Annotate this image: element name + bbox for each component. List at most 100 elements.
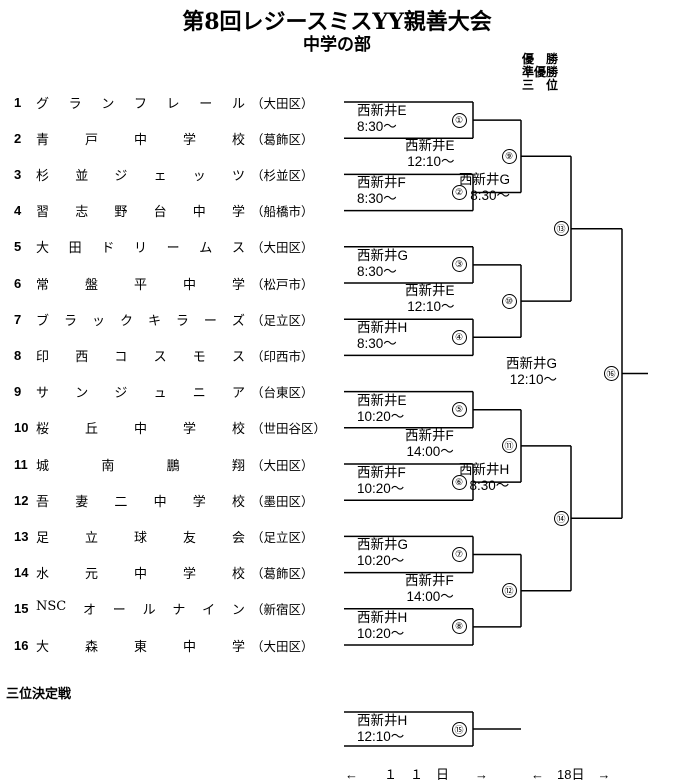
team-number: 4 [14,203,22,219]
team-region: （葛飾区） [251,566,314,582]
team-name-char: ッ [91,313,105,329]
team-name-char: 校 [231,494,245,510]
team-region: （新宿区） [251,602,314,618]
team-name: 吾妻二中学校 [36,491,251,510]
start-time: 8:30～ [357,119,397,134]
team-name-char: 元 [84,567,98,583]
match-number-circle: ⑮ [451,721,467,737]
team-name-char: 会 [231,530,245,546]
team-name-char: ド [101,241,115,257]
team-name-char: 球 [133,530,147,546]
team-region: （船橋市） [251,204,314,220]
match-number-circle: ⑦ [451,547,467,562]
start-time: 12:10～ [407,298,455,314]
team-name-char: 野 [114,205,128,221]
team-name: 印西コスモス [36,346,251,365]
team-name-char: レ [166,96,180,112]
start-time: 12:10～ [407,154,455,170]
team-region: （足立区） [251,529,314,545]
team-name-char: ナ [172,603,186,619]
team-name-char: ジ [114,386,128,402]
venue: 西新井G [357,247,409,263]
team-name-char: 中 [192,205,206,221]
team-name: ブラックキラーズ [36,310,251,329]
start-time: 10:20～ [357,553,405,569]
team-name-char: ェ [153,168,167,184]
page-subtitle: 中学の部 [303,35,371,55]
venue: 西新井H [357,713,408,728]
team-name-char: 平 [133,277,147,293]
team-name-char: ス [231,241,245,257]
team-name-char: 城 [36,458,50,474]
team-name-char: 学 [192,494,206,510]
team-name-char: 西 [75,349,89,365]
team-number: 9 [14,384,22,400]
team-name-char: ム [199,241,213,257]
team-name-char: グ [36,96,50,112]
team-name: 城南鵬翔 [36,455,251,474]
team-name-char: 妻 [75,494,89,510]
team-name-char: ジ [114,168,128,184]
team-name-char: 吾 [36,494,50,510]
team-name-char: 田 [68,241,82,257]
team-name-char: ズ [231,313,245,329]
team-name-char: ン [101,96,115,112]
team-name-char: ツ [231,168,245,184]
venue: 西新井G [506,356,558,371]
team-number: 5 [14,239,22,255]
team-name-char: 並 [75,168,89,184]
team-name-char: 校 [231,132,245,148]
start-time: 8:30～ [357,263,397,279]
team-row: 13 足立球友会（足立区） [14,526,334,546]
team-name-char: 鵬 [166,458,180,474]
team-name: 大森東中学 [36,636,251,655]
team-name-char: 中 [133,422,147,438]
team-name-char: 校 [231,422,245,438]
team-name-char: ル [142,603,156,619]
match-number-circle: ⑤ [451,402,467,418]
start-time: 12:10～ [357,729,405,744]
team-region: （大田区） [251,240,314,256]
team-name: 足立球友会 [36,527,251,546]
team-name-char: 水 [36,567,50,583]
start-time: 10:20～ [357,408,405,424]
date-day2: ← 18日 → [531,767,611,782]
team-name: 青戸中学校 [36,129,251,148]
start-time: 12:10～ [509,372,558,387]
team-name-char: ク [119,313,133,329]
team-region: （葛飾区） [251,131,314,147]
team-number: 1 [14,94,22,110]
venue: 西新井E [357,392,407,408]
team-region: （大田区） [251,95,314,111]
team-name-char: キ [147,313,161,329]
venue: 西新井E [357,103,407,118]
start-time: 10:20～ [357,625,405,641]
team-name-char: 学 [182,422,196,438]
team-name-char: ス [231,349,245,365]
team-number: 13 [14,528,29,544]
team-name-char: 習 [36,205,50,221]
team-name: グランフレール [36,93,251,112]
team-region: （大田区） [251,638,314,654]
team-name: 杉並ジェッツ [36,165,251,184]
team-name-char: ュ [153,386,167,402]
team-region: （墨田区） [251,493,314,509]
match-number-circle: ⑨ [501,148,517,164]
team-name-char: 丘 [84,422,98,438]
team-name-char: ー [203,313,217,329]
team-name-char: 盤 [84,277,98,293]
